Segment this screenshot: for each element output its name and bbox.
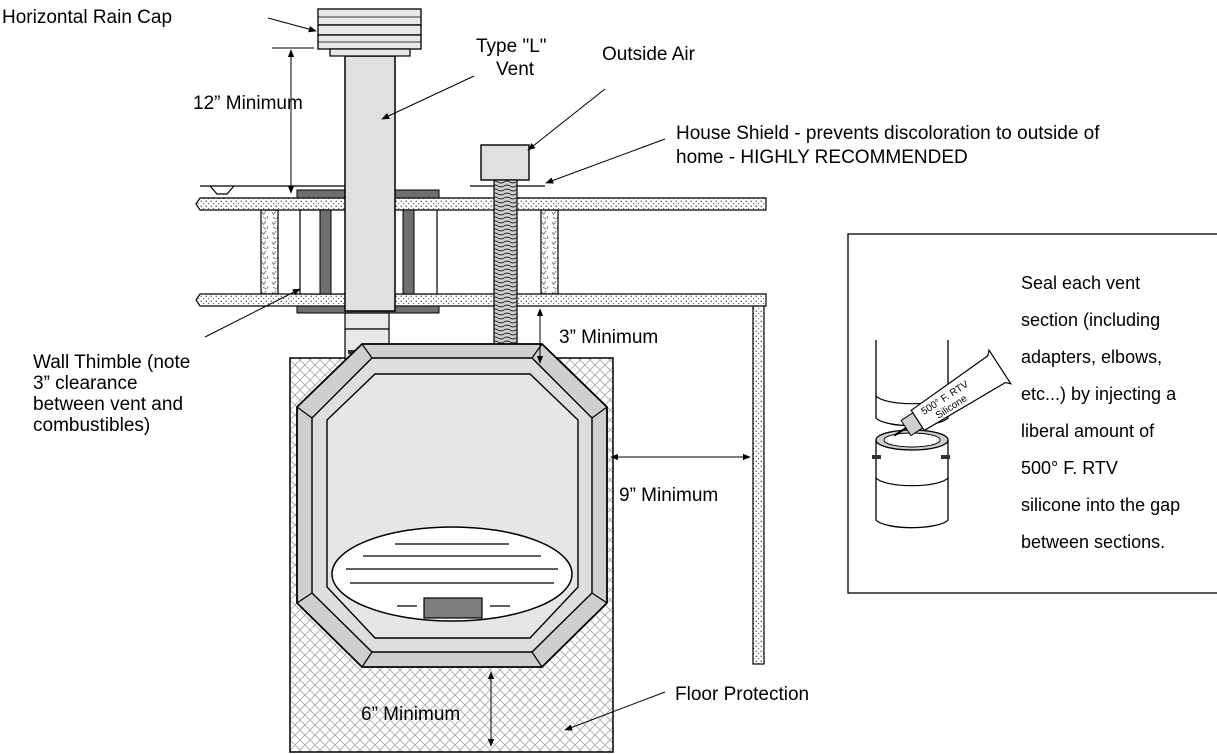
- wall-insulation-right: [540, 209, 559, 295]
- min-9-label: 9” Minimum: [619, 485, 718, 506]
- inset-text-line7: silicone into the gap: [1021, 495, 1180, 515]
- thimble-bar-2: [402, 209, 415, 295]
- min-12-label: 12” Minimum: [193, 93, 303, 114]
- wall-insulation-left: [260, 209, 279, 295]
- floor-protection-label: Floor Protection: [675, 684, 809, 705]
- rain-cap: [317, 8, 422, 57]
- side-wall: [752, 295, 765, 665]
- wall-thimble-label-line4: combustibles): [33, 415, 150, 436]
- inset-text-line3: adapters, elbows,: [1021, 347, 1162, 367]
- vent-label-line2: Vent: [496, 59, 535, 80]
- stove: [296, 343, 608, 668]
- sealing-inset: 500° F. RTV Silicone Seal each vent sect…: [847, 233, 1217, 594]
- roof-board: [195, 197, 767, 211]
- wall-thimble-label-line3: between vent and: [33, 394, 183, 415]
- flashing-left: [200, 185, 360, 195]
- inset-text-line5: liberal amount of: [1021, 421, 1155, 441]
- wall-thimble-label-line2: 3” clearance: [33, 373, 138, 394]
- inset-text-line2: section (including: [1021, 310, 1160, 330]
- inset-text-line1: Seal each vent: [1021, 273, 1140, 293]
- min-3-label: 3” Minimum: [559, 327, 658, 348]
- vent-adapter: [344, 312, 390, 330]
- min-6-label: 6” Minimum: [361, 704, 460, 725]
- rain-cap-label: Horizontal Rain Cap: [2, 7, 172, 28]
- ceiling-board: [195, 293, 767, 307]
- outside-air-cap: [480, 144, 530, 181]
- outside-air-label: Outside Air: [602, 44, 696, 65]
- outside-air-hose: [493, 179, 518, 358]
- inset-text-line8: between sections.: [1021, 532, 1165, 552]
- house-shield-label-line1: House Shield - prevents discoloration to…: [676, 123, 1100, 144]
- thimble-bar-1: [319, 209, 332, 295]
- wall-thimble-label-line1: Wall Thimble (note: [33, 352, 190, 373]
- house-shield-label-line2: home - HIGHLY RECOMMENDED: [676, 147, 968, 168]
- vent-label-line1: Type "L": [476, 36, 547, 57]
- inset-text-line4: etc...) by injecting a: [1021, 384, 1177, 404]
- vent-pipe: [344, 55, 396, 312]
- inset-text-line6: 500° F. RTV: [1021, 458, 1118, 478]
